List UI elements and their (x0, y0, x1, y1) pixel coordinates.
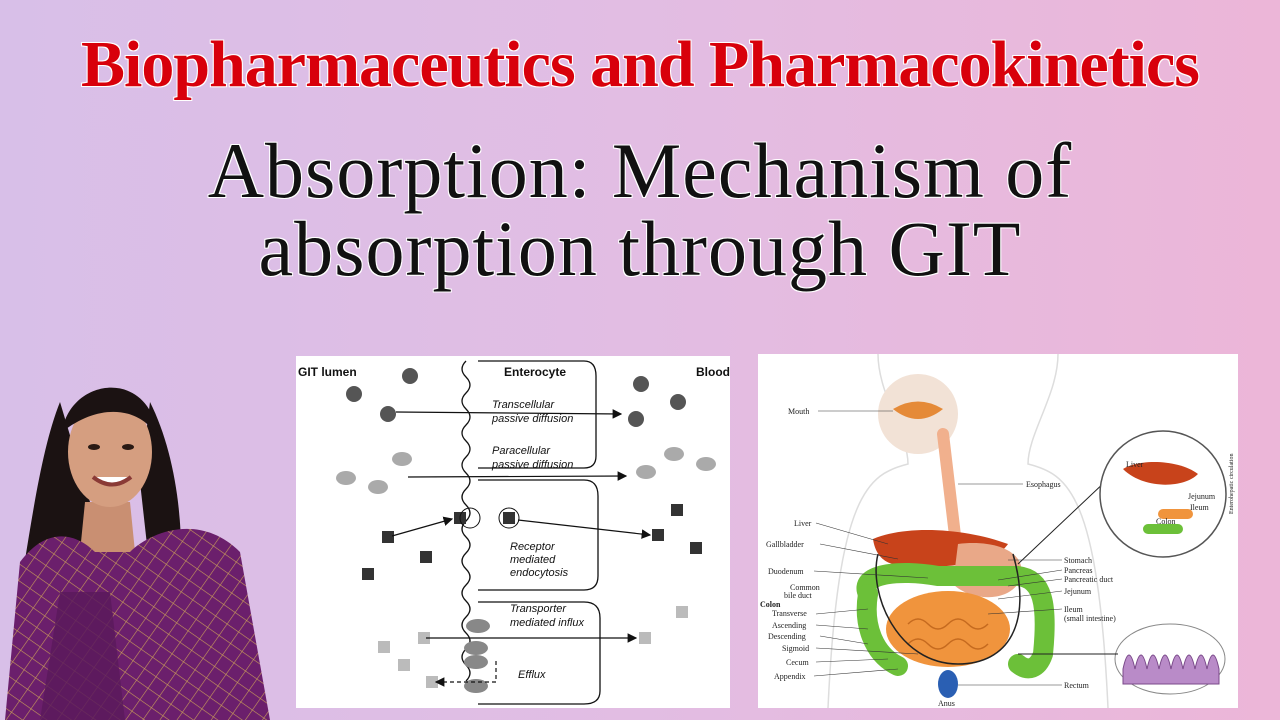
mech-receptor-3: endocytosis (510, 567, 569, 579)
subtitle: Absorption: Mechanism of absorption thro… (0, 132, 1280, 288)
label-common: Common (790, 583, 820, 592)
label-stomach: Stomach (1064, 556, 1092, 565)
inset-ileum: Ileum (1190, 503, 1209, 512)
presenter-photo (5, 387, 270, 720)
label-git-lumen: GIT lumen (298, 365, 357, 379)
digestive-system-diagram: Liver Jejunum Ileum Colon Enterohepatic … (758, 354, 1238, 708)
label-ileum: Ileum (1064, 605, 1083, 614)
label-duodenum: Duodenum (768, 567, 804, 576)
enterocyte-cells (478, 360, 601, 705)
label-esophagus: Esophagus (1026, 480, 1061, 489)
mech-receptor-1: Receptor (510, 541, 556, 553)
inset-jejunum: Jejunum (1188, 492, 1216, 501)
label-descending: Descending (768, 632, 806, 641)
label-appendix: Appendix (774, 672, 806, 681)
label-anus: Anus (938, 699, 955, 708)
inset-liver: Liver (1126, 460, 1144, 469)
subtitle-line-2: absorption through GIT (258, 205, 1022, 292)
label-enterocyte: Enterocyte (504, 365, 566, 379)
mech-transporter-1: Transporter (510, 603, 567, 615)
subtitle-line-1: Absorption: Mechanism of (207, 127, 1073, 214)
label-rectum: Rectum (1064, 681, 1090, 690)
mech-transporter-2: mediated influx (510, 617, 584, 629)
inset-side-label: Enterohepatic circulation (1229, 454, 1235, 514)
label-transverse: Transverse (772, 609, 807, 618)
mech-transcellular-2: passive diffusion (491, 413, 573, 425)
main-title: Biopharmaceutics and Pharmacokinetics (81, 28, 1200, 101)
label-liver: Liver (794, 519, 812, 528)
mech-transcellular-1: Transcellular (492, 399, 555, 411)
label-small-intestine: (small intestine) (1064, 614, 1116, 623)
label-pancreas: Pancreas (1064, 566, 1092, 575)
mech-efflux: Efflux (518, 669, 546, 681)
label-colon: Colon (760, 600, 781, 609)
label-sigmoid: Sigmoid (782, 644, 809, 653)
label-blood: Blood (696, 365, 730, 379)
label-jejunum: Jejunum (1064, 587, 1092, 596)
mech-paracellular-2: passive diffusion (491, 459, 573, 471)
mech-paracellular-1: Paracellular (492, 445, 551, 457)
label-bile-duct: bile duct (784, 591, 813, 600)
inset-colon: Colon (1156, 517, 1176, 526)
label-mouth: Mouth (788, 407, 809, 416)
mech-receptor-2: mediated (510, 554, 556, 566)
absorption-mechanism-diagram: GIT lumen Enterocyte Blood Transcellular… (296, 356, 730, 708)
label-cecum: Cecum (786, 658, 809, 667)
label-pancreatic-duct: Pancreatic duct (1064, 575, 1114, 584)
label-ascending: Ascending (772, 621, 806, 630)
label-gallbladder: Gallbladder (766, 540, 804, 549)
